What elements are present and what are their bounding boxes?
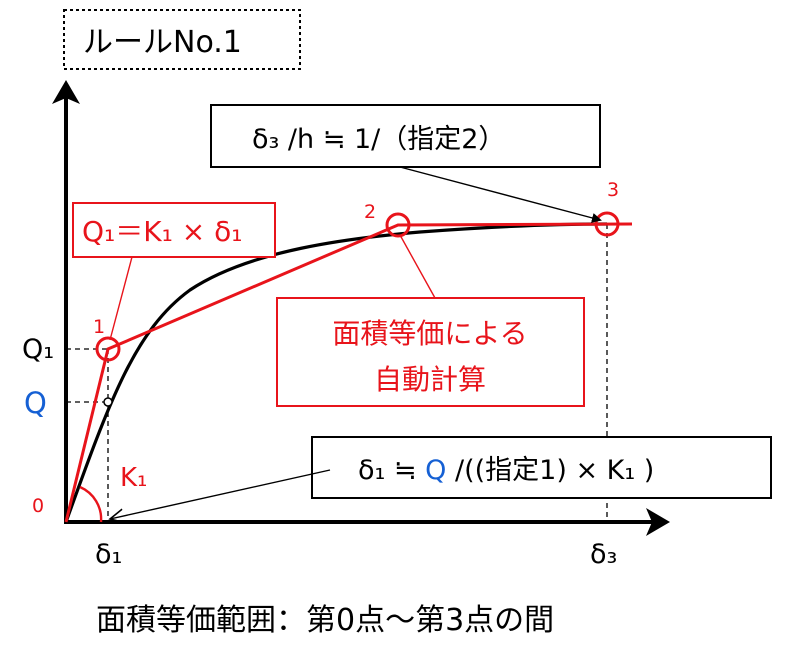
title-text: ルールNo.1 xyxy=(83,25,242,60)
q1-axis-label: Q₁ xyxy=(22,334,54,365)
title-box: ルールNo.1 xyxy=(63,9,301,70)
point-0-label: 0 xyxy=(32,495,44,517)
formula-callout-pointer xyxy=(109,256,133,341)
area-callout-line1: 面積等価による xyxy=(332,317,527,350)
formula-callout: Q₁＝K₁ × δ₁ xyxy=(72,202,276,258)
delta1-callout-prefix: δ₁ ≒ xyxy=(358,455,425,486)
q-axis-label: Q xyxy=(24,386,47,420)
point-3-marker xyxy=(594,211,620,237)
delta1-callout-text: δ₁ ≒ Q /((指定1) × K₁ ) xyxy=(358,455,654,486)
q-curve-point xyxy=(103,397,113,407)
caption: 面積等価範囲：第0点～第3点の間 xyxy=(96,603,554,638)
point-2-marker xyxy=(385,212,411,238)
area-callout: 面積等価による 自動計算 xyxy=(276,297,585,407)
k1-label: K₁ xyxy=(120,463,147,493)
y-axis-arrow xyxy=(52,80,80,104)
capacity-curve xyxy=(64,222,608,523)
delta3-axis-label: δ₃ xyxy=(590,539,617,570)
point-3-label: 3 xyxy=(607,179,619,201)
x-axis-arrow xyxy=(646,508,670,536)
area-callout-line2: 自動計算 xyxy=(374,363,486,396)
area-callout-pointer xyxy=(399,234,436,299)
delta3-callout: δ₃ /h ≒ 1/（指定2） xyxy=(210,104,601,168)
delta1-axis-label: δ₁ xyxy=(95,539,122,570)
delta1-callout-suffix: /((指定1) × K₁ ) xyxy=(446,455,654,486)
point-2-label: 2 xyxy=(364,201,376,223)
delta1-callout-q: Q xyxy=(425,455,446,486)
delta3-callout-text: δ₃ /h ≒ 1/（指定2） xyxy=(252,124,505,155)
k1-angle-arc xyxy=(79,485,103,523)
point-1-marker xyxy=(95,336,121,362)
point-1-label: 1 xyxy=(93,316,105,338)
formula-callout-text: Q₁＝K₁ × δ₁ xyxy=(82,215,242,248)
delta1-callout: δ₁ ≒ Q /((指定1) × K₁ ) xyxy=(311,436,772,499)
trilinear-line xyxy=(64,222,633,523)
delta1-callout-pointer xyxy=(110,469,331,519)
delta3-callout-pointer xyxy=(399,166,602,223)
